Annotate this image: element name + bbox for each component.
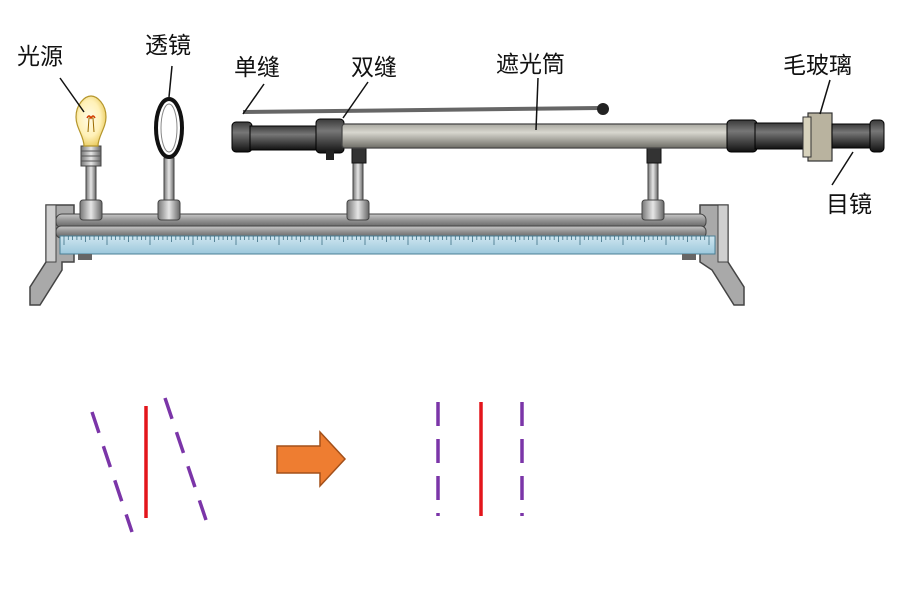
scale-ticks [63, 236, 710, 245]
label-single-slit: 单缝 [234, 55, 280, 81]
transition-arrow [276, 430, 347, 488]
label-lens: 透镜 [145, 33, 191, 59]
light-source [75, 95, 107, 221]
right-stand [699, 204, 745, 306]
label-light-source: 光源 [17, 44, 63, 70]
tube-assembly [231, 103, 885, 162]
fringe-pattern-vertical [436, 402, 524, 516]
dashed-fringe-right [163, 397, 208, 521]
optical-bench [29, 204, 745, 306]
label-shade-tube: 遮光筒 [496, 52, 565, 78]
label-eyepiece: 目镜 [826, 192, 872, 218]
fringe-pattern-tilted [90, 397, 208, 533]
dashed-fringe-left [90, 411, 134, 533]
ground-glass [807, 112, 833, 162]
label-double-slit: 双缝 [351, 55, 397, 81]
measuring-scale [59, 235, 716, 255]
leader-lines [59, 65, 854, 186]
apparatus-labels: 光源 透镜 单缝 双缝 遮光筒 毛玻璃 目镜 [17, 33, 872, 218]
shade-tube [341, 123, 733, 149]
eyepiece [831, 123, 873, 149]
label-ground-glass: 毛玻璃 [783, 53, 852, 79]
lens [154, 97, 184, 221]
